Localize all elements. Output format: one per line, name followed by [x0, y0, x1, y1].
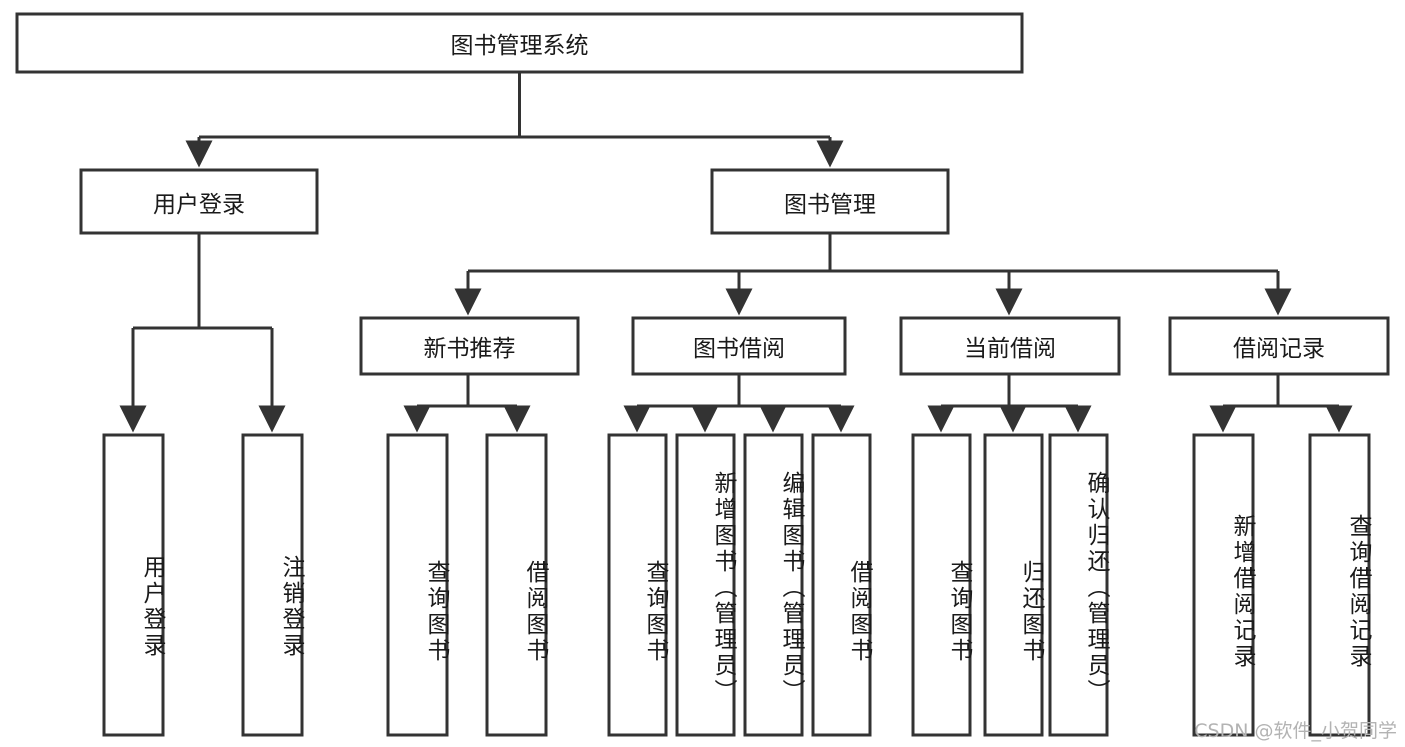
node-box-borrow-records[interactable] — [1168, 316, 1390, 376]
leaf-box-user-login[interactable] — [102, 433, 165, 737]
leaf-box-borrow-book-new[interactable] — [485, 433, 548, 737]
leaf-box-add-borrow-record[interactable] — [1192, 433, 1255, 737]
connector-group-current — [927, 374, 1092, 433]
leaf-box-edit-book-admin[interactable] — [743, 433, 804, 737]
connector-group-borrow — [623, 374, 855, 433]
connector-group-user-login — [119, 233, 286, 433]
node-box-current-borrow[interactable] — [899, 316, 1121, 376]
connector-group-root — [185, 72, 844, 168]
node-box-root[interactable] — [15, 12, 1024, 74]
connector-group-new-books — [403, 374, 531, 433]
connector-group-records — [1209, 374, 1353, 433]
node-box-book-management[interactable] — [710, 168, 950, 235]
node-box-new-book-recommend[interactable] — [359, 316, 580, 376]
leaf-box-query-book-new[interactable] — [386, 433, 449, 737]
leaf-box-borrow-book[interactable] — [811, 433, 872, 737]
leaf-box-query-borrow-record[interactable] — [1308, 433, 1371, 737]
leaf-box-query-book-current[interactable] — [911, 433, 972, 737]
node-box-user-login[interactable] — [79, 168, 319, 235]
leaf-box-add-book-admin[interactable] — [675, 433, 736, 737]
leaf-box-query-book-borrow[interactable] — [607, 433, 668, 737]
leaf-box-return-book[interactable] — [983, 433, 1044, 737]
node-box-book-borrow[interactable] — [631, 316, 847, 376]
leaf-box-logout[interactable] — [241, 433, 304, 737]
connector-group-book-mgmt — [454, 233, 1292, 316]
leaf-box-confirm-return-admin[interactable] — [1048, 433, 1109, 737]
